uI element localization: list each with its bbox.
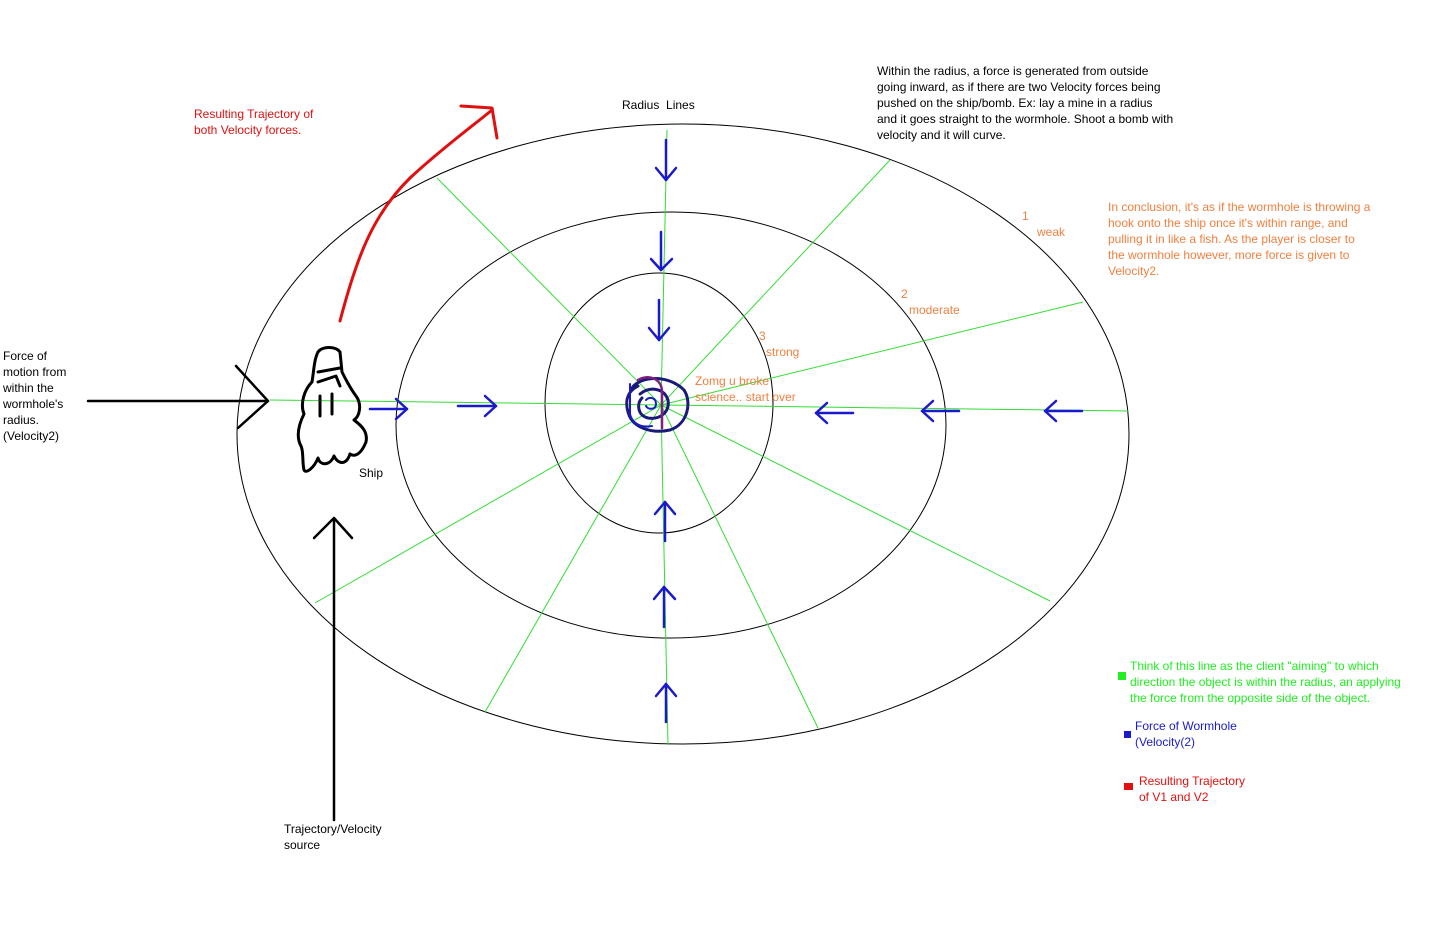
force-of-motion-label: Force of motion from within the wormhole… — [3, 349, 67, 443]
trajectory-source-label: Trajectory/Velocity source — [284, 822, 382, 852]
middle-ring — [395, 211, 947, 639]
force-arrow-left — [1043, 399, 1084, 423]
radius-lines — [269, 129, 1129, 746]
force-arrow-up — [652, 585, 677, 629]
radius-line — [660, 301, 1084, 406]
legend-wormhole-force-text: Force of Wormhole (Velocity(2) — [1135, 719, 1237, 749]
trajectory-source-arrow — [312, 516, 354, 822]
legend-trajectory-text: Resulting Trajectory of V1 and V2 — [1139, 774, 1246, 804]
ring3-number: 3 — [759, 329, 766, 343]
force-arrow-right — [456, 394, 498, 418]
radius-line — [314, 404, 662, 604]
wormhole-note: Zomg u broke science.. start over — [695, 374, 796, 404]
force-arrow-down — [654, 138, 678, 182]
ring2-number: 2 — [901, 287, 908, 301]
radius-line — [660, 159, 891, 406]
radius-lines-label: Radius Lines — [622, 98, 695, 112]
outer-ring — [236, 123, 1130, 745]
wormhole-force-arrows — [368, 138, 1084, 724]
inner-ring — [544, 272, 774, 534]
legend-radius-line-text: Think of this line as the client "aiming… — [1130, 659, 1401, 705]
radius-line — [269, 399, 662, 406]
conclusion-text: In conclusion, it's as if the wormhole i… — [1108, 200, 1371, 278]
force-arrow-up — [653, 500, 677, 543]
ring3-strength-label: strong — [766, 345, 800, 359]
ring1-strength-label: weak — [1037, 225, 1066, 239]
resulting-trajectory-label: Resulting Trajectory of both Velocity fo… — [194, 107, 314, 137]
force-arrow-left — [920, 399, 961, 423]
radius-line — [436, 177, 662, 406]
force-arrow-down — [649, 230, 674, 272]
radius-line — [660, 404, 1051, 602]
force-arrow-up — [654, 682, 678, 724]
force-arrow-left — [814, 401, 855, 425]
explanation-text: Within the radius, a force is generated … — [877, 64, 1174, 142]
legend-swatch-red — [1124, 783, 1133, 790]
radius-line — [484, 404, 662, 713]
ring2-strength-label: moderate — [909, 303, 960, 317]
ship-label: Ship — [359, 466, 384, 480]
force-arrow-down — [647, 298, 671, 342]
force-arrow-right — [368, 397, 409, 421]
ship-sketch-icon — [296, 346, 368, 473]
legend-swatch-green — [1118, 672, 1126, 680]
ring1-number: 1 — [1022, 209, 1029, 223]
radius-line — [660, 404, 819, 729]
resulting-trajectory-curve — [338, 104, 499, 323]
wormhole-swirl-icon — [625, 376, 690, 433]
legend-swatch-blue — [1124, 731, 1131, 738]
force-of-motion-arrow — [86, 364, 270, 430]
